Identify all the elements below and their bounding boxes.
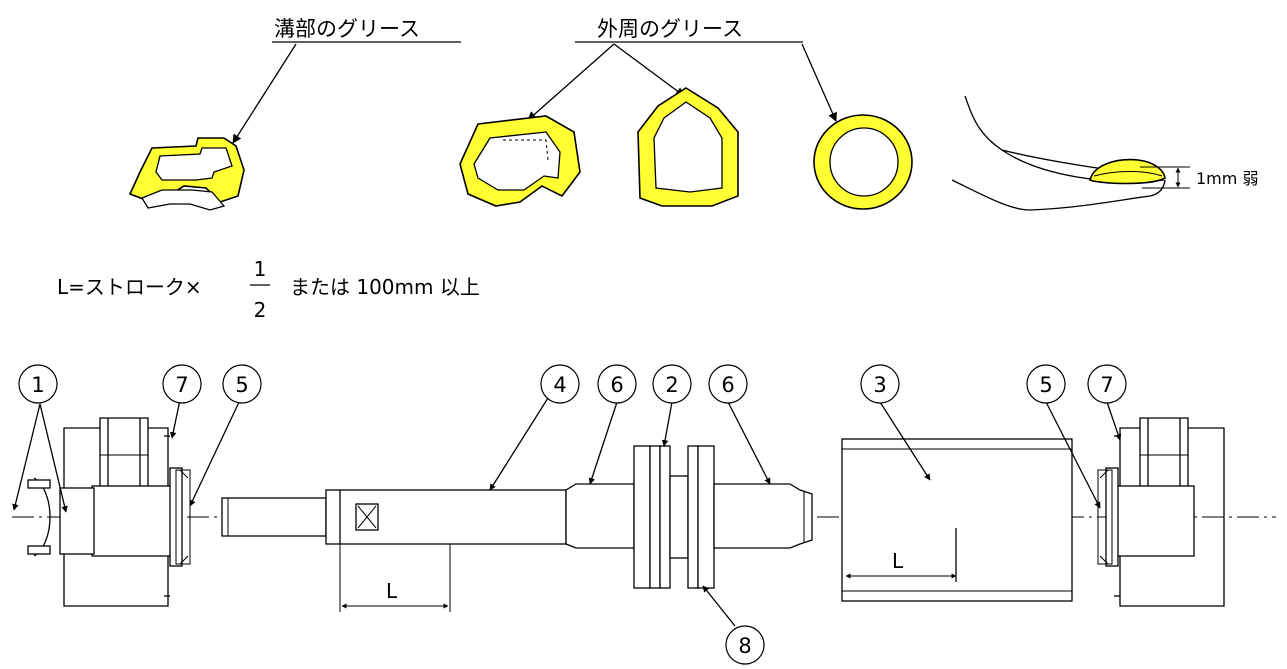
fingertip-illustration: 1mm 弱 (951, 95, 1258, 211)
left-end-cover (27, 417, 191, 607)
tube-L-label: L (892, 549, 904, 573)
balloon-1: 1 (18, 364, 58, 404)
cylinder-assembly: L L (12, 364, 1276, 665)
profile-ring (813, 114, 913, 210)
groove-arrow (232, 43, 297, 144)
svg-text:3: 3 (873, 373, 886, 397)
piston-rod (221, 445, 813, 589)
balloon-2: 2 (652, 364, 692, 404)
formula-suffix: または 100mm 以上 (290, 275, 480, 299)
seal-groove-section (128, 137, 245, 211)
balloon-6-left: 6 (597, 364, 637, 404)
right-end-cover (1097, 417, 1225, 607)
rod-L-dimension: L (339, 544, 451, 612)
svg-text:4: 4 (553, 373, 566, 397)
svg-text:7: 7 (1100, 373, 1113, 397)
balloon-5-left: 5 (222, 364, 262, 404)
rod-L-label: L (386, 579, 398, 603)
length-formula: L=ストローク× 1 2 または 100mm 以上 (57, 257, 480, 322)
profile-pentagon (637, 87, 739, 207)
cylinder-tube: L (841, 438, 1073, 602)
profile-irregular (459, 115, 581, 207)
svg-text:2: 2 (665, 373, 678, 397)
svg-text:1: 1 (31, 373, 44, 397)
formula-prefix: L=ストローク× (57, 275, 202, 299)
svg-text:7: 7 (175, 373, 188, 397)
grease-illustrations: 溝部のグリース 外周のグリース (128, 17, 1258, 211)
outer-arrow-1 (527, 43, 615, 121)
thickness-label: 1mm 弱 (1196, 169, 1258, 188)
part-balloons: 1 7 5 4 6 2 6 3 5 7 8 (18, 364, 1127, 665)
balloon-7-right: 7 (1087, 364, 1127, 404)
balloon-4: 4 (540, 364, 580, 404)
balloon-5-right: 5 (1026, 364, 1066, 404)
svg-text:8: 8 (738, 634, 751, 658)
balloon-8: 8 (725, 625, 765, 665)
outer-grease-label: 外周のグリース (597, 17, 743, 41)
groove-grease-label: 溝部のグリース (274, 17, 420, 41)
formula-numerator: 1 (254, 257, 267, 281)
outer-arrow-3 (801, 43, 837, 122)
svg-text:5: 5 (1039, 373, 1052, 397)
balloon-3: 3 (860, 364, 900, 404)
balloon-6-right: 6 (708, 364, 748, 404)
svg-text:6: 6 (610, 373, 623, 397)
balloon-7-left: 7 (162, 364, 202, 404)
svg-text:5: 5 (235, 373, 248, 397)
svg-text:6: 6 (721, 373, 734, 397)
balloon-leaders (12, 397, 1122, 627)
outer-arrow-2 (613, 43, 685, 97)
formula-denominator: 2 (254, 298, 267, 322)
